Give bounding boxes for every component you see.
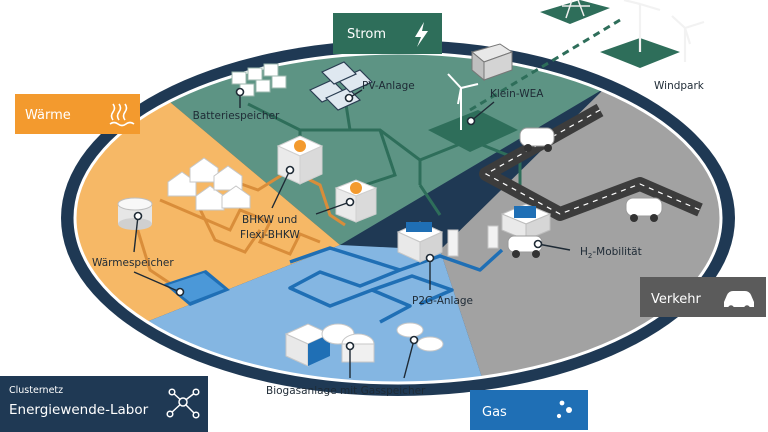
badge-waerme: Wärme [15,94,140,134]
transformer-icon [470,43,514,82]
pv-panel-icon [308,61,374,111]
label-bhkw-line1: BHKW und [242,214,297,226]
cluster-line2: Energiewende-Labor [9,402,149,418]
bhkw-box-2 [334,179,378,223]
windpark-turbine-icon [623,0,705,62]
car-icon [724,291,754,311]
badge-strom-label: Strom [347,27,386,42]
label-pv-anlage: PV-Anlage [362,80,415,92]
badge-verkehr-label: Verkehr [651,292,702,307]
badge-waerme-label: Wärme [25,108,71,123]
lightning-icon [415,22,428,47]
label-p2g-anlage: P2G-Anlage [412,295,473,307]
network-icon [166,388,200,419]
car-right-icon [625,197,663,222]
h2-station-icon [500,203,552,241]
gas-pipe-network [288,246,504,324]
badge-strom: Strom [333,13,442,54]
label-klein-wea: Klein-WEA [490,88,544,100]
label-h2-mobilitaet: H2-Mobilität [580,246,642,260]
battery-storage-icon [231,63,287,97]
houses-icon [167,157,251,211]
car-top-icon [519,127,555,152]
small-wind-turbine-icon [447,73,479,130]
bhkw-box-1 [276,135,324,185]
heat-storage-tank-icon [117,197,153,230]
badge-verkehr: Verkehr [640,277,766,317]
power-pylon-icon [562,0,590,19]
badge-gas: Gas [470,390,588,430]
label-waermespeicher: Wärmespeicher [92,257,174,269]
klein-wea-platform [428,110,518,152]
badge-gas-label: Gas [482,405,507,420]
p2g-plant-icon [396,221,499,263]
badge-cluster: Clusternetz Energiewende-Labor [0,376,208,432]
cluster-line1: Clusternetz [9,385,63,396]
label-batteriespeicher: Batteriespeicher [193,110,280,122]
label-biogas: Biogasanlage mit Gasspeicher [266,385,426,397]
gas-bubbles-icon [556,400,572,419]
pylon-platform [540,0,610,24]
label-windpark: Windpark [654,80,705,92]
heat-waves-icon [109,103,135,127]
label-bhkw-line2: Flexi-BHKW [240,229,300,241]
windpark-platform [600,38,680,68]
